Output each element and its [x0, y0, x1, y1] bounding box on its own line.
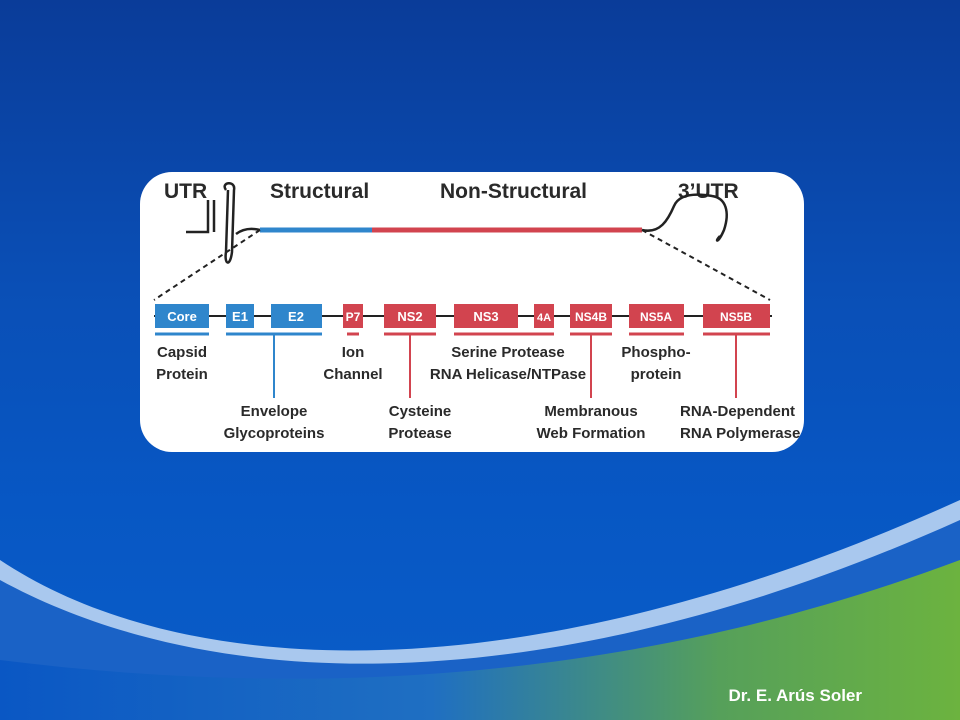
serine-label-2: RNA Helicase/NTPase: [430, 366, 586, 383]
ion-label-2: Channel: [323, 366, 382, 383]
phospho-label-2: protein: [631, 366, 682, 383]
hcv-genome-diagram: UTR Structural Non-Structural 3’UTR Core…: [153, 180, 800, 442]
utr3-structure: [641, 193, 728, 242]
gene-ns5b: NS5B: [703, 304, 770, 328]
rna-dep-label-2: RNA Polymerase: [680, 425, 800, 442]
ion-label-1: Ion: [342, 344, 365, 361]
gene-ns4b: NS4B: [570, 304, 612, 328]
gene-ns5a-label: NS5A: [640, 310, 672, 324]
author-credit: Dr. E. Arús Soler: [728, 686, 862, 705]
serine-label-1: Serine Protease: [451, 344, 564, 361]
gene-e2: E2: [271, 304, 322, 328]
gene-ns4b-label: NS4B: [575, 310, 607, 324]
gene-4a: 4A: [534, 304, 554, 328]
gene-ns2-label: NS2: [397, 309, 422, 324]
envelope-label-1: Envelope: [241, 403, 308, 420]
gene-4a-label: 4A: [537, 312, 551, 324]
annotation-connectors: [273, 334, 737, 398]
utr5-label: UTR: [164, 180, 207, 203]
envelope-label-2: Glycoproteins: [224, 425, 325, 442]
gene-p7: P7: [343, 304, 363, 328]
gradient-wave: [0, 560, 960, 720]
projection-right: [641, 229, 771, 301]
gene-core: Core: [155, 304, 209, 328]
utr5-stemloop: [186, 182, 261, 264]
gene-ns5a: NS5A: [629, 304, 684, 328]
nonstructural-label: Non-Structural: [440, 180, 587, 203]
gene-e1: E1: [226, 304, 254, 328]
phospho-label-1: Phospho-: [621, 344, 690, 361]
membranous-label-2: Web Formation: [537, 425, 646, 442]
membranous-label-1: Membranous: [544, 403, 637, 420]
gene-ns3: NS3: [454, 304, 518, 328]
gene-p7-label: P7: [346, 310, 361, 324]
gene-ns2: NS2: [384, 304, 436, 328]
capsid-label-1: Capsid: [157, 344, 207, 361]
cysteine-label-1: Cysteine: [389, 403, 452, 420]
projection-left: [153, 229, 261, 301]
rna-dep-label-1: RNA-Dependent: [680, 403, 795, 420]
gene-ns3-label: NS3: [473, 309, 498, 324]
utr3-label: 3’UTR: [678, 180, 739, 203]
gene-core-label: Core: [167, 309, 197, 324]
gene-ns5b-label: NS5B: [720, 310, 752, 324]
cysteine-label-2: Protease: [388, 425, 451, 442]
genome-figure-card: UTR Structural Non-Structural 3’UTR Core…: [140, 172, 804, 452]
structural-label: Structural: [270, 180, 369, 203]
gene-e1-label: E1: [232, 309, 248, 324]
capsid-label-2: Protein: [156, 366, 208, 383]
gene-e2-label: E2: [288, 309, 304, 324]
